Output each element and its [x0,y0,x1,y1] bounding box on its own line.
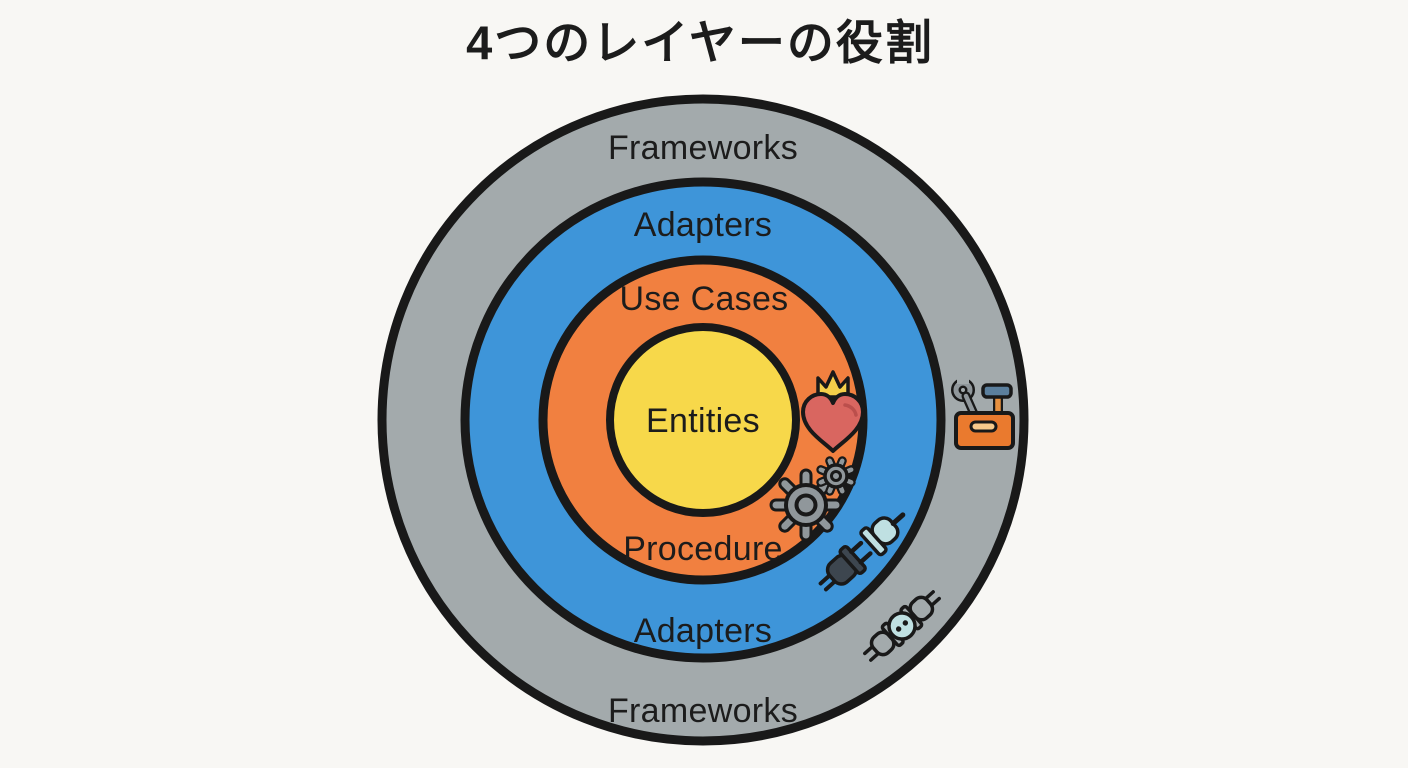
gears-icon [769,456,856,542]
small-gear-body [823,463,849,489]
label-adapters-bottom: Adapters [634,612,772,650]
plug-prongs [849,540,873,565]
plug-flange [838,544,867,576]
crowned-heart-icon [801,370,865,453]
toolbox-handle-slot [969,420,998,433]
label-adapters-top: Adapters [634,206,772,244]
ring-entities [606,323,800,517]
plug-cord-lines [818,574,837,592]
big-gear-body [784,483,828,527]
concentric-rings [377,94,1029,746]
label-frameworks-top: Frameworks [608,129,798,167]
label-use-cases: Use Cases [620,280,789,318]
page-title: 4つのレイヤーの役割 [466,16,934,69]
adapter-socket-hole-right [902,620,909,626]
heart-shape [801,392,865,453]
label-procedure: Procedure [623,530,783,568]
adapter-socket-circle [887,611,917,641]
big-gear-hole [794,493,818,517]
hammer-head [981,383,1013,399]
heart-highlight [843,403,858,417]
socket-cord [890,512,906,527]
adapter-socket-hole-left [895,626,902,632]
wrench-notch [957,376,969,384]
plug-connection-icon [818,512,906,592]
small-gear-hole [830,470,842,482]
label-entities: Entities [646,402,760,440]
plug-adapter-icon [863,590,941,662]
toolbox-icon [951,376,1015,450]
label-frameworks-bottom: Frameworks [608,692,798,730]
